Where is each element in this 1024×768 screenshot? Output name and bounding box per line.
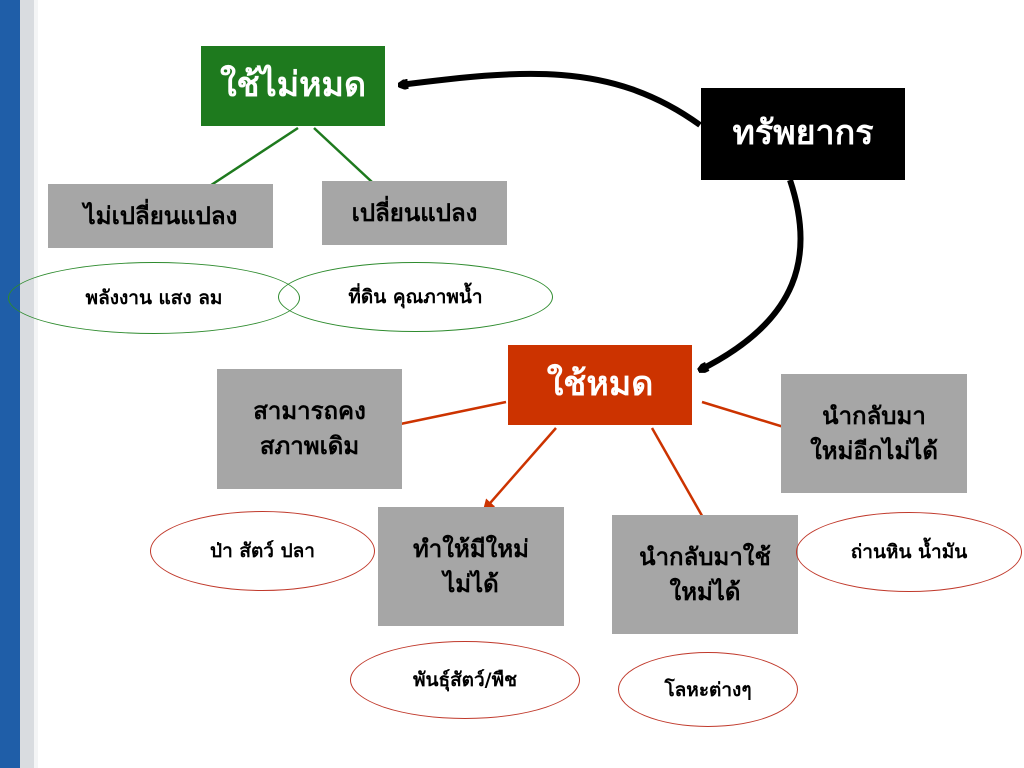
sidebar-grey-stripe bbox=[20, 0, 34, 768]
resource-box: ทรัพยากร bbox=[701, 88, 905, 180]
recyclable-label-line1: นำกลับมาใช้ bbox=[639, 541, 771, 571]
nonrenewable-title: ใช้หมด bbox=[546, 364, 654, 405]
nonrecyclable-label-line2: ใหม่อีกไม่ได้ bbox=[810, 435, 938, 465]
sidebar-blue-stripe bbox=[0, 0, 20, 768]
resource-title: ทรัพยากร bbox=[732, 113, 874, 154]
arrow-resource-to-renewable bbox=[400, 70, 702, 128]
nonrecyclable-example-oval: ถ่านหิน น้ำมัน bbox=[796, 512, 1022, 592]
recyclable-example: โลหะต่างๆ bbox=[664, 678, 752, 701]
maintainable-example-oval: ป่า สัตว์ ปลา bbox=[150, 511, 375, 591]
irreplaceable-label-line2: ไม่ได้ bbox=[443, 568, 499, 598]
irreplaceable-label-line1: ทำให้มีใหม่ bbox=[412, 533, 529, 563]
irreplaceable-example: พันธุ์สัตว์/พืช bbox=[412, 669, 518, 691]
recyclable-label-line2: ใหม่ได้ bbox=[669, 576, 741, 606]
arrow-renewable-to-unchanging bbox=[194, 126, 299, 197]
sidebar-light-stripe bbox=[34, 0, 38, 768]
renewable-box: ใช้ไม่หมด bbox=[201, 46, 385, 126]
recyclable-box: นำกลับมาใช้ ใหม่ได้ bbox=[612, 515, 798, 634]
recyclable-example-oval: โลหะต่างๆ bbox=[618, 652, 798, 727]
arrow-nonrenewable-to-maintainable bbox=[384, 400, 507, 431]
irreplaceable-example-oval: พันธุ์สัตว์/พืช bbox=[350, 641, 580, 719]
arrow-resource-to-nonrenewable bbox=[700, 179, 804, 370]
irreplaceable-box: ทำให้มีใหม่ ไม่ได้ bbox=[378, 507, 564, 626]
unchanging-label: ไม่เปลี่ยนแปลง bbox=[83, 200, 238, 230]
changing-box: เปลี่ยนแปลง bbox=[322, 181, 507, 245]
renewable-title: ใช้ไม่หมด bbox=[219, 65, 367, 106]
unchanging-example-oval: พลังงาน แสง ลม bbox=[8, 262, 300, 334]
unchanging-box: ไม่เปลี่ยนแปลง bbox=[48, 184, 273, 248]
maintainable-box: สามารถคง สภาพเดิม bbox=[217, 369, 402, 489]
maintainable-label-line1: สามารถคง bbox=[253, 396, 366, 426]
changing-example-oval: ที่ดิน คุณภาพน้ำ bbox=[278, 262, 553, 332]
nonrecyclable-example: ถ่านหิน น้ำมัน bbox=[850, 541, 968, 563]
maintainable-label-line2: สภาพเดิม bbox=[259, 431, 360, 460]
unchanging-example: พลังงาน แสง ลม bbox=[85, 287, 223, 309]
nonrecyclable-label-line1: นำกลับมา bbox=[822, 400, 926, 430]
maintainable-example: ป่า สัตว์ ปลา bbox=[210, 540, 315, 562]
changing-label: เปลี่ยนแปลง bbox=[351, 197, 478, 227]
arrow-nonrenewable-to-irreplaceable bbox=[482, 427, 557, 512]
nonrecyclable-box: นำกลับมา ใหม่อีกไม่ได้ bbox=[781, 374, 967, 493]
changing-example: ที่ดิน คุณภาพน้ำ bbox=[348, 286, 483, 308]
nonrenewable-box: ใช้หมด bbox=[508, 345, 692, 425]
arrow-nonrenewable-to-recyclable bbox=[650, 427, 711, 530]
